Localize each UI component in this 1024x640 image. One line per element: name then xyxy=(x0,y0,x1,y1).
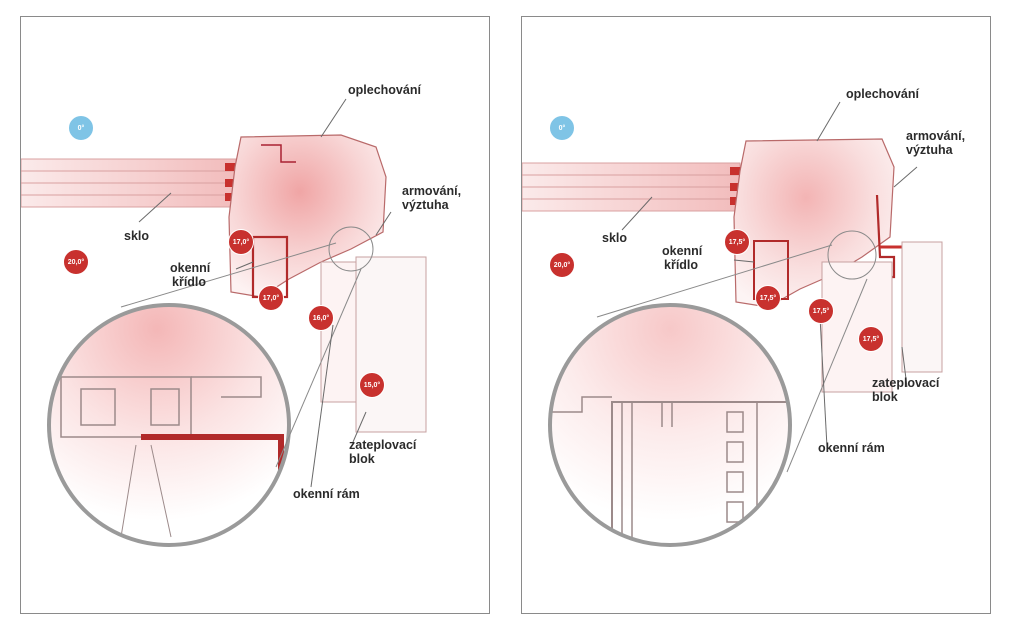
leader-lines xyxy=(621,101,918,448)
window-profile xyxy=(733,138,943,393)
label-zateplovaci: zateplovací xyxy=(872,376,940,390)
temp-badge-outside: 0° xyxy=(549,115,575,141)
diagram-panel-left: oplechování armování, výztuha sklo okenn… xyxy=(20,16,490,614)
leader-lines xyxy=(138,98,392,488)
label-zateplovaci: zateplovací xyxy=(349,438,417,452)
label-blok: blok xyxy=(872,390,898,404)
temp-badge-2: 17,0° xyxy=(258,285,284,311)
temp-badge-2: 17,5° xyxy=(755,285,781,311)
label-sklo: sklo xyxy=(602,231,628,245)
glass-pane xyxy=(522,162,744,212)
temp-badge-3: 17,5° xyxy=(808,298,834,324)
temp-badge-inside: 20,0° xyxy=(549,252,575,278)
window-section-drawing-left xyxy=(21,98,427,547)
temp-badge-4: 15,0° xyxy=(359,372,385,398)
window-section-drawing-right xyxy=(522,101,943,547)
temp-badge-1: 17,0° xyxy=(228,229,254,255)
temp-badge-inside: 20,0° xyxy=(63,249,89,275)
window-profile xyxy=(228,134,427,433)
temp-badge-4: 17,5° xyxy=(858,326,884,352)
label-blok: blok xyxy=(349,452,375,466)
glass-pane xyxy=(21,158,239,208)
label-okenni-ram: okenní rám xyxy=(293,487,360,501)
label-vyztuha: výztuha xyxy=(402,198,449,212)
label-oplechovani: oplechování xyxy=(846,87,919,101)
temp-badge-3: 16,0° xyxy=(308,305,334,331)
temp-badge-outside: 0° xyxy=(68,115,94,141)
label-okenni: okenní xyxy=(662,244,703,258)
label-okenni-ram: okenní rám xyxy=(818,441,885,455)
label-okenni: okenní xyxy=(170,261,211,275)
label-oplechovani: oplechování xyxy=(348,83,421,97)
diagram-panel-right: oplechování armování, výztuha sklo okenn… xyxy=(521,16,991,614)
label-vyztuha: výztuha xyxy=(906,143,953,157)
detail-magnifier xyxy=(548,244,868,547)
temp-badge-1: 17,5° xyxy=(724,229,750,255)
label-armovani: armování, xyxy=(906,129,966,143)
label-sklo: sklo xyxy=(124,229,150,243)
label-armovani: armování, xyxy=(402,184,462,198)
label-kridlo: křídlo xyxy=(664,258,699,272)
detail-magnifier xyxy=(47,242,362,547)
label-kridlo: křídlo xyxy=(172,275,207,289)
